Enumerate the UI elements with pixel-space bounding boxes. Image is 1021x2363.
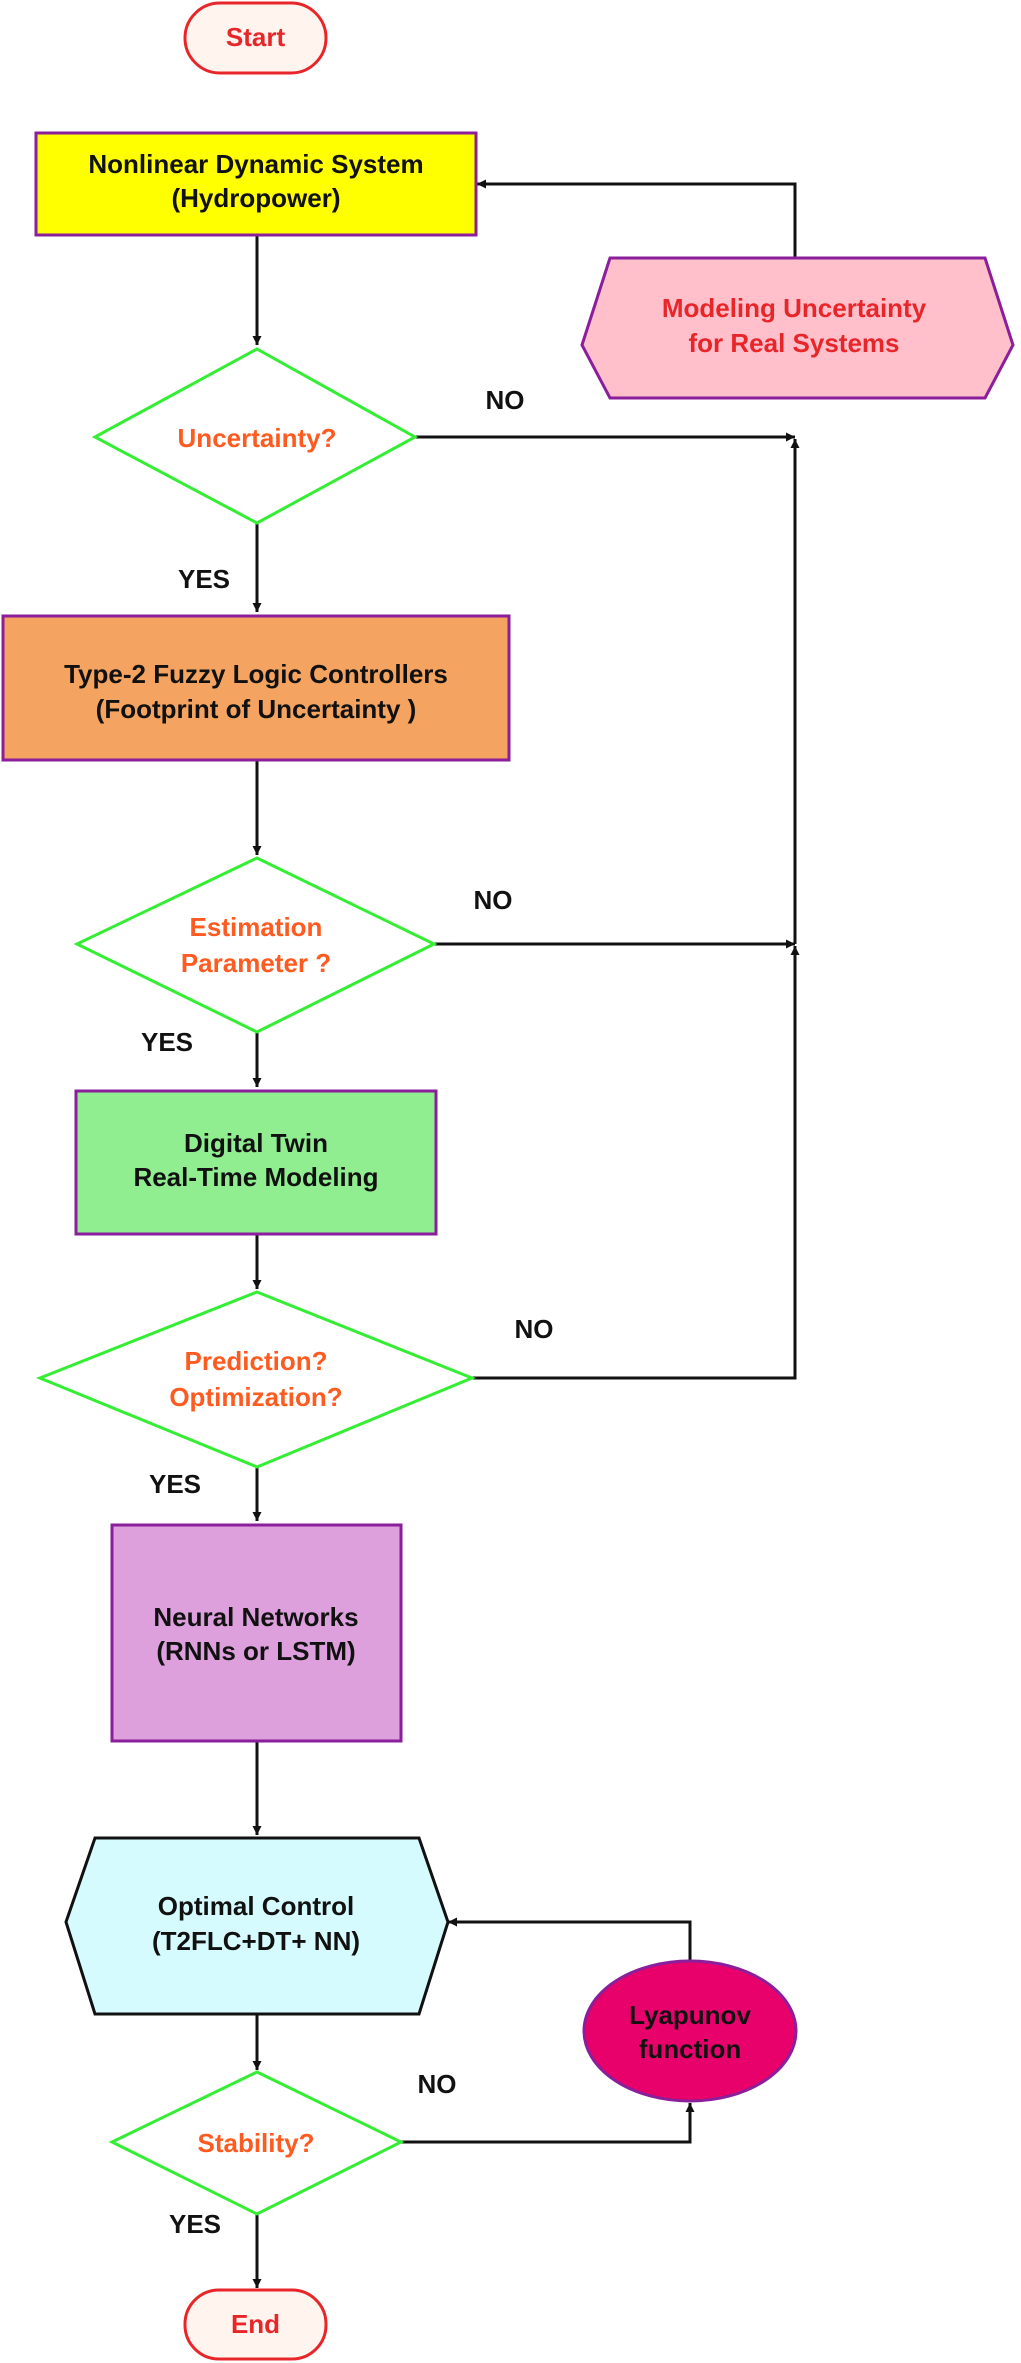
t2flc-line1: Type-2 Fuzzy Logic Controllers <box>64 659 448 689</box>
estimation-decision: Estimation Parameter ? <box>73 856 438 1034</box>
start-label: Start <box>226 22 286 52</box>
stability-decision: Stability? <box>108 2070 405 2216</box>
neural-line1: Neural Networks <box>153 1602 358 1632</box>
lyapunov-line1: Lyapunov <box>629 2000 751 2030</box>
estimation-line1: Estimation <box>190 912 323 942</box>
yes-label-prediction: YES <box>149 1469 201 1499</box>
twin-line1: Digital Twin <box>184 1128 328 1158</box>
estimation-line2: Parameter ? <box>181 948 331 978</box>
twin-line2: Real-Time Modeling <box>133 1162 378 1192</box>
prediction-decision: Prediction? Optimization? <box>35 1290 476 1469</box>
end-terminal: End <box>183 2288 328 2361</box>
digital-twin-process-box: Digital Twin Real-Time Modeling <box>74 1089 438 1236</box>
prediction-line1: Prediction? <box>184 1346 327 1376</box>
end-label: End <box>231 2309 280 2339</box>
t2flc-process-box: Type-2 Fuzzy Logic Controllers (Footprin… <box>1 614 511 762</box>
uncertainty-label: Uncertainty? <box>178 423 337 453</box>
arrow-modeling-to-system <box>477 179 797 258</box>
start-terminal: Start <box>183 1 328 75</box>
arrow-stability-no <box>401 2103 695 2144</box>
yes-label-stability: YES <box>169 2209 221 2239</box>
modeling-line2: for Real Systems <box>689 328 900 358</box>
system-process-box: Nonlinear Dynamic System (Hydropower) <box>34 131 478 237</box>
lyapunov-line2: function <box>639 2034 742 2064</box>
stability-label: Stability? <box>197 2128 314 2158</box>
modeling-uncertainty-hexagon: Modeling Uncertainty for Real Systems <box>580 256 1015 400</box>
uncertainty-decision: Uncertainty? <box>91 347 419 525</box>
no-label-estimation: NO <box>474 885 513 915</box>
t2flc-line2: (Footprint of Uncertainty ) <box>96 694 417 724</box>
neural-networks-process-box: Neural Networks (RNNs or LSTM) <box>110 1523 403 1743</box>
no-label-uncertainty: NO <box>486 385 525 415</box>
modeling-line1: Modeling Uncertainty <box>662 293 927 323</box>
optimal-control-hexagon: Optimal Control (T2FLC+DT+ NN) <box>64 1836 450 2016</box>
system-line1: Nonlinear Dynamic System <box>88 149 423 179</box>
system-line2: (Hydropower) <box>172 183 341 213</box>
arrow-prediction-no <box>472 946 800 1380</box>
no-label-prediction: NO <box>515 1314 554 1344</box>
arrow-lyapunov-to-optimal <box>448 1917 692 1960</box>
prediction-line2: Optimization? <box>169 1382 342 1412</box>
optimal-line1: Optimal Control <box>158 1891 354 1921</box>
yes-label-uncertainty: YES <box>178 564 230 594</box>
optimal-line2: (T2FLC+DT+ NN) <box>152 1926 360 1956</box>
neural-line2: (RNNs or LSTM) <box>156 1636 355 1666</box>
connectors <box>252 179 800 2288</box>
lyapunov-ellipse: Lyapunov function <box>582 1959 798 2103</box>
yes-label-estimation: YES <box>141 1027 193 1057</box>
no-label-stability: NO <box>418 2069 457 2099</box>
